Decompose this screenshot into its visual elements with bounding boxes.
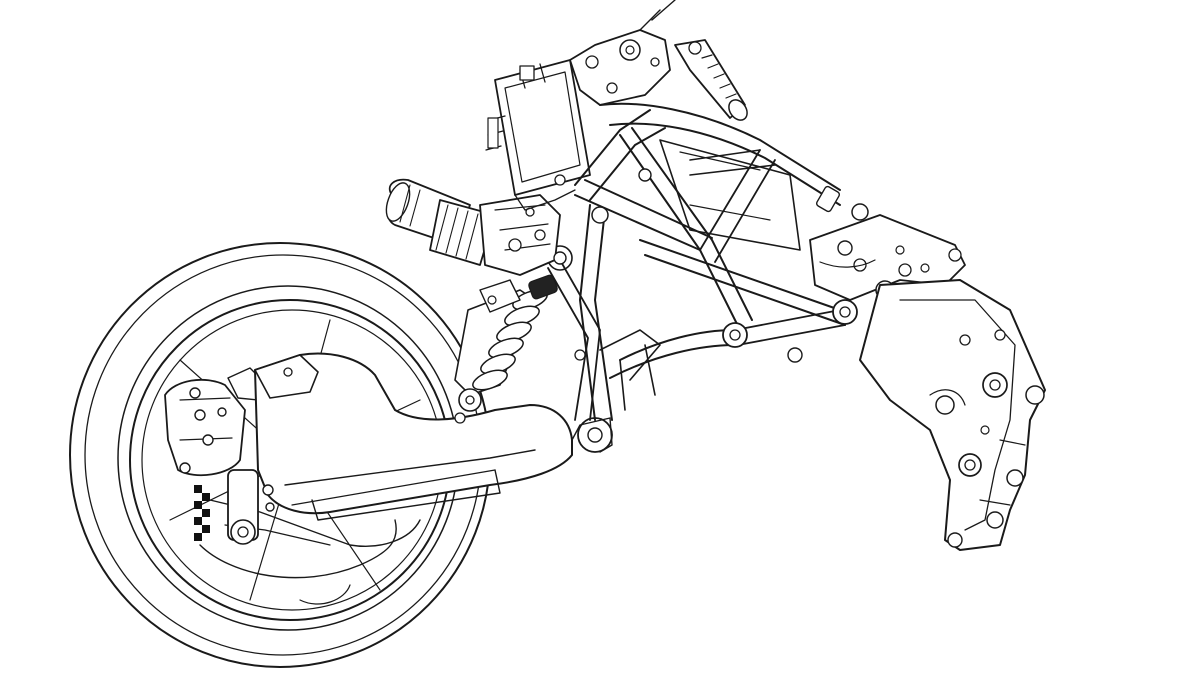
checker-marker: [194, 485, 210, 541]
trellis-frame: [548, 104, 845, 420]
brake-line: [200, 520, 396, 578]
swingarm-bolt: [266, 503, 274, 511]
mount-bolt: [1007, 470, 1023, 486]
rear-shock-absorber: [455, 246, 572, 423]
steering-head: [570, 0, 751, 124]
caliper-bolt: [190, 388, 200, 398]
front-mount-plate: [860, 280, 1045, 550]
swingarm: [210, 354, 612, 547]
caliper-bolt: [203, 435, 213, 445]
footpeg-bracket: [810, 215, 965, 300]
caliper-bolt: [180, 463, 190, 473]
caliper-bolt: [218, 408, 226, 416]
handlebar-grip: [675, 40, 751, 124]
cylindrical-motor: [382, 180, 560, 275]
mount-bolt: [936, 396, 954, 414]
frame-joints: [554, 169, 868, 362]
mount-bolt: [987, 512, 1003, 528]
electronic-control-unit: [486, 60, 590, 210]
swingarm-bolt: [263, 485, 273, 495]
mount-bolt: [1026, 386, 1044, 404]
sensor-cable: [300, 585, 350, 604]
caliper-bolt: [195, 410, 205, 420]
mount-bolt: [948, 533, 962, 547]
